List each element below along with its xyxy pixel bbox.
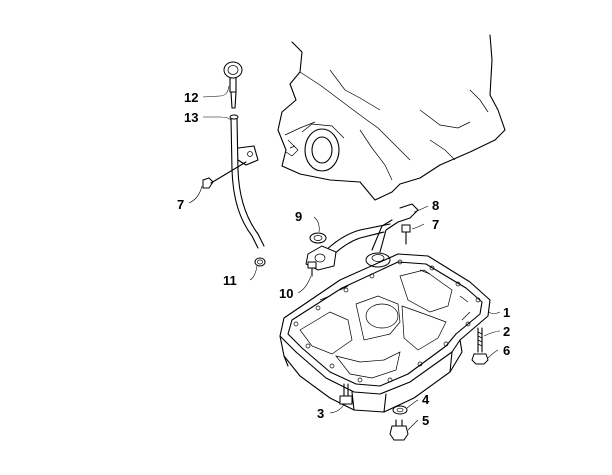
dipstick-handle	[223, 61, 243, 79]
drain-plug	[389, 419, 409, 441]
callout-3: 3	[317, 406, 324, 421]
callout-6: 6	[503, 343, 510, 358]
callout-7-strainer: 7	[432, 217, 439, 232]
callout-9: 9	[295, 209, 302, 224]
pan-bolt	[339, 383, 353, 405]
dipstick	[223, 61, 243, 109]
callouts: 12 13 7 9 11 10 8 7 1 2 6 3 4 5	[177, 90, 510, 428]
oil-pan	[279, 253, 491, 413]
pan-stud	[477, 327, 483, 353]
callout-8: 8	[432, 198, 439, 213]
strainer-bolt	[401, 224, 411, 245]
callout-11: 11	[223, 273, 237, 288]
callout-7-bracket: 7	[177, 197, 184, 212]
leader-lines	[188, 85, 501, 431]
dipstick-tube	[229, 114, 266, 267]
bracket-bolt	[202, 161, 247, 189]
callout-13: 13	[184, 110, 198, 125]
strainer-gasket	[309, 232, 327, 244]
strainer-mount-bolt	[307, 261, 317, 277]
tube-oring	[254, 257, 266, 267]
callout-4: 4	[422, 392, 430, 407]
callout-1: 1	[503, 305, 510, 320]
engine-block-outline	[277, 34, 506, 201]
callout-2: 2	[503, 324, 510, 339]
callout-5: 5	[422, 413, 429, 428]
callout-12: 12	[184, 90, 198, 105]
drain-washer	[392, 405, 408, 415]
stud-nut	[471, 353, 489, 365]
callout-10: 10	[279, 286, 293, 301]
